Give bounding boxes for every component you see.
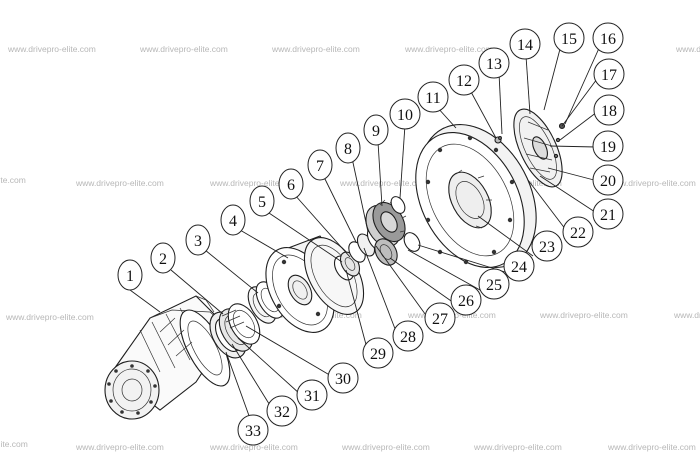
parts-layer: [104, 108, 566, 420]
callout-label: 28: [400, 329, 416, 346]
callout-31: [296, 379, 328, 411]
callout-5: [249, 185, 275, 217]
callout-29: [362, 337, 394, 369]
callout-label: 5: [258, 194, 266, 211]
callout-7: [307, 149, 333, 181]
callout-label: 1: [126, 268, 134, 285]
callout-24: [503, 250, 535, 282]
callout-label: 11: [425, 90, 440, 107]
bearing-rings: [209, 303, 261, 359]
callout-label: 24: [511, 259, 527, 276]
watermark: www.drivepro-elite.com: [209, 178, 298, 188]
watermark: www.drivepro-elite.com: [673, 310, 700, 320]
watermark: www.drivepro-elite.com: [139, 44, 228, 54]
watermark: www.drivepro-elite.com: [271, 44, 360, 54]
watermark: www.drivepro-elite.com: [7, 44, 96, 54]
callout-label: 4: [229, 213, 237, 230]
callout-label: 2: [159, 251, 167, 268]
callout-1: [117, 259, 143, 291]
callout-28: [392, 320, 424, 352]
callout-8: [335, 132, 361, 164]
callout-label: 3: [194, 233, 202, 250]
callout-2: [150, 242, 176, 274]
callout-3: [185, 224, 211, 256]
callout-4: [220, 204, 246, 236]
callout-6: [278, 168, 304, 200]
callout-labels: 1 2 3 4 5 6 7 8 9 10 11 12 13 14 15 16 1…: [126, 31, 617, 440]
callout-12: [448, 64, 480, 96]
callout-label: 31: [304, 388, 320, 405]
watermark: www.drivepro-elite.com: [75, 442, 164, 452]
end-cover: [513, 108, 566, 188]
callout-32: [266, 395, 298, 427]
watermark: www.drivepro-elite.com: [75, 178, 164, 188]
callout-label: 18: [601, 103, 617, 120]
callout-label: 32: [274, 404, 290, 421]
watermark: www.drivepro-elite.com: [404, 44, 493, 54]
callout-33: [237, 414, 269, 446]
watermark: www.drivepro-elite.com: [473, 442, 562, 452]
callout-label: 21: [600, 207, 616, 224]
watermark: www.drivepro-elite.com: [0, 175, 26, 185]
watermark: www.drivepro-elite.com: [341, 442, 430, 452]
callout-23: [531, 230, 563, 262]
plug-bolts: [494, 136, 502, 144]
callout-17: [593, 58, 625, 90]
callout-16: [592, 22, 624, 54]
watermark: www.drivepro-elite.com: [339, 178, 428, 188]
watermark: www.drivepro-elite.com: [607, 178, 696, 188]
callout-20: [592, 164, 624, 196]
callout-14: [509, 28, 541, 60]
callout-13: [478, 47, 510, 79]
callout-26: [450, 284, 482, 316]
callout-11: [417, 81, 449, 113]
callout-label: 10: [397, 107, 413, 124]
callout-25: [478, 268, 510, 300]
callout-label: 8: [344, 141, 352, 158]
callout-label: 15: [561, 31, 577, 48]
callout-label: 26: [458, 293, 474, 310]
callout-label: 7: [316, 158, 324, 175]
callout-10: [389, 98, 421, 130]
callout-label: 19: [600, 139, 616, 156]
callout-label: 33: [245, 423, 261, 440]
watermark: www.drivepro-elite.com: [607, 442, 696, 452]
callout-label: 13: [486, 56, 502, 73]
callout-22: [562, 216, 594, 248]
hub-housing: [104, 295, 233, 420]
callout-label: 27: [432, 311, 448, 328]
watermark: www.drivepro-elite.com: [209, 442, 298, 452]
leader-lines: [129, 45, 601, 425]
callout-label: 6: [287, 177, 295, 194]
callout-label: 23: [539, 239, 555, 256]
callout-label: 12: [456, 73, 472, 90]
watermark: www.drivepro-elite.com: [0, 439, 28, 449]
ring-gear-housing: [415, 124, 537, 268]
retaining-rings: [390, 196, 421, 252]
callout-label: 9: [372, 123, 380, 140]
callout-27: [424, 302, 456, 334]
callout-label: 20: [600, 173, 616, 190]
callout-label: 16: [600, 31, 616, 48]
callout-label: 29: [370, 346, 386, 363]
callout-label: 17: [601, 67, 617, 84]
callout-18: [593, 94, 625, 126]
watermark: www.drivepro-elite.com: [675, 44, 700, 54]
callout-19: [592, 130, 624, 162]
callout-label: 30: [335, 371, 351, 388]
callout-21: [592, 198, 624, 230]
watermark: www.drivepro-elite.com: [539, 310, 628, 320]
callout-label: 14: [517, 37, 533, 54]
callout-15: [553, 22, 585, 54]
callout-label: 22: [570, 225, 586, 242]
callout-label: 25: [486, 277, 502, 294]
watermark: www.drivepro-elite.com: [5, 312, 94, 322]
callout-30: [327, 362, 359, 394]
callout-9: [363, 114, 389, 146]
callouts: [117, 22, 625, 446]
